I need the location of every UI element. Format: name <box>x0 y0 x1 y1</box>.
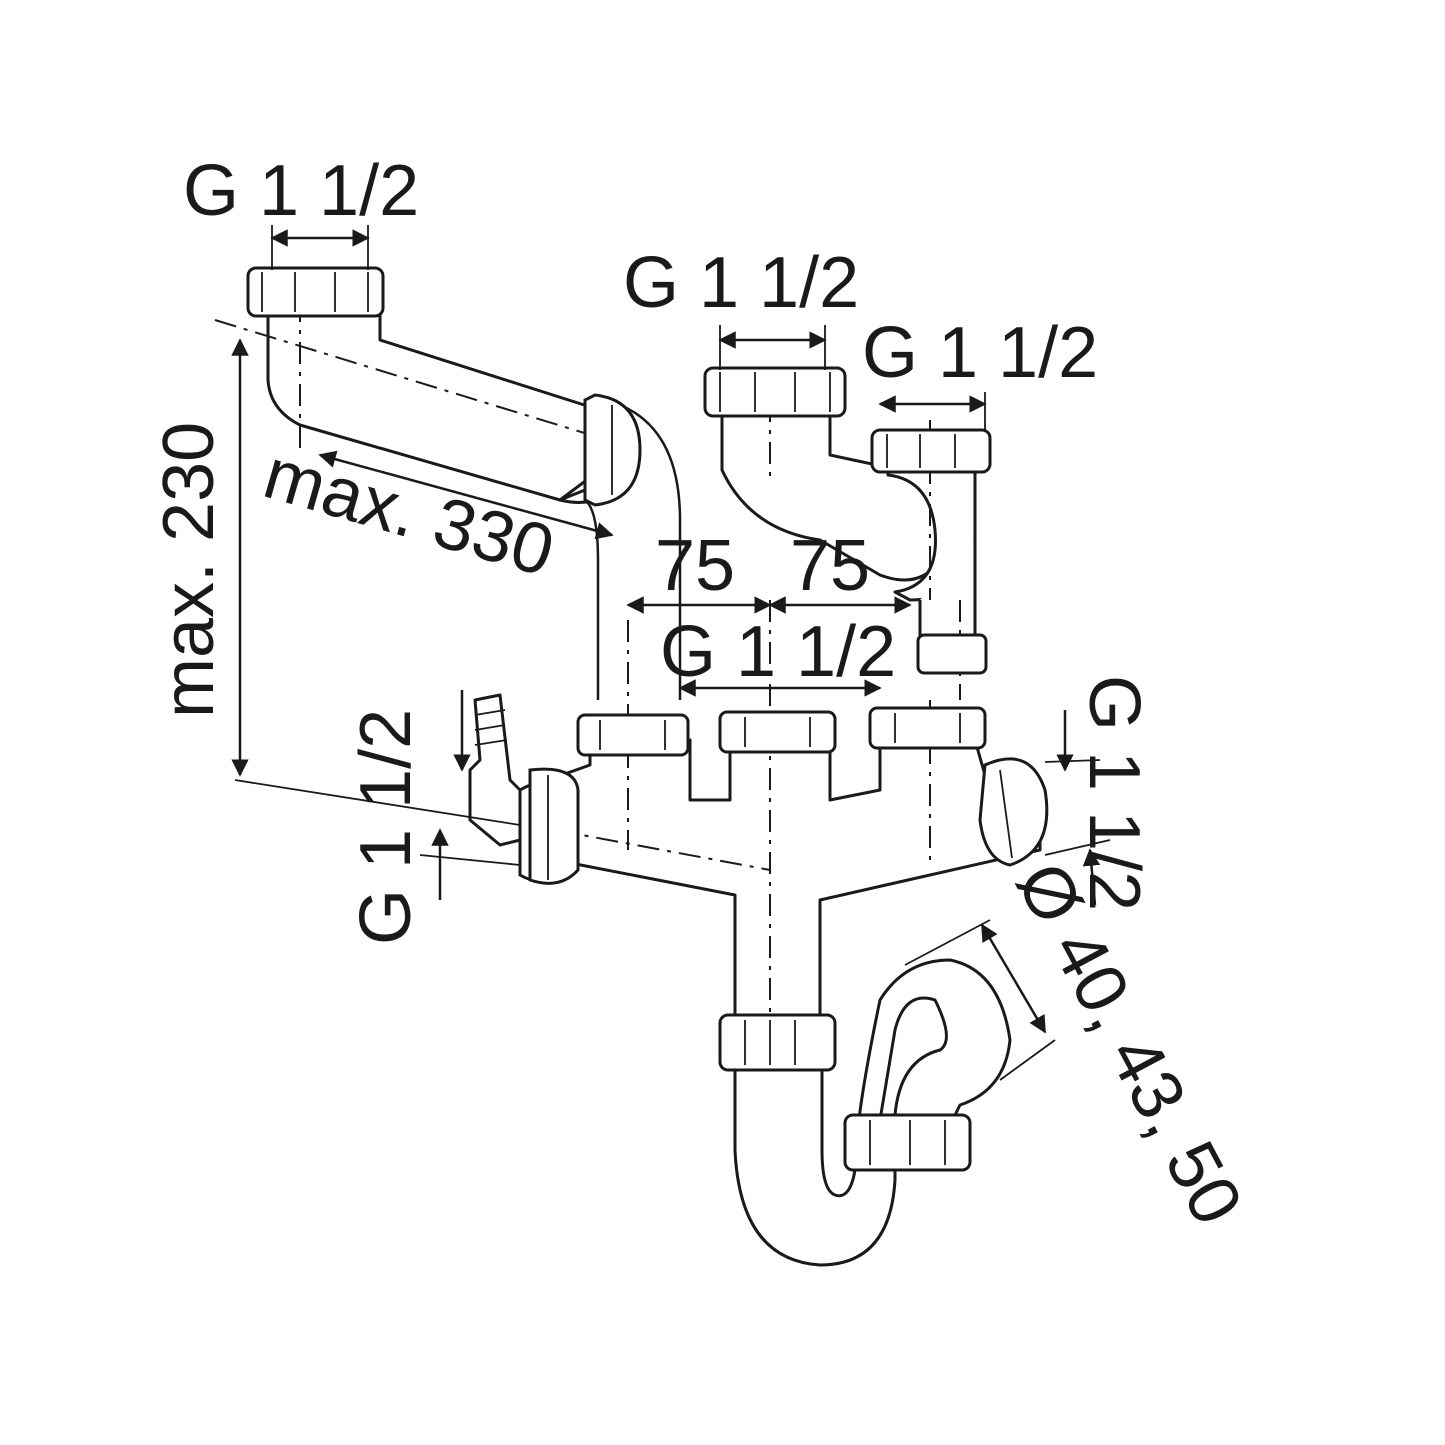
side-right-nut <box>978 757 1049 867</box>
top-right-nut <box>870 428 992 474</box>
label-thread-top-mid: G 1 1/2 <box>623 243 859 323</box>
top-left-nut <box>246 266 385 318</box>
manifold-nut-right <box>868 706 987 750</box>
label-dim-75-left: 75 <box>655 526 735 606</box>
dimension-lines <box>231 225 1111 1034</box>
label-thread-top-right: G 1 1/2 <box>862 313 1098 393</box>
label-thread-right-vertical: G 1 1/2 <box>1074 675 1154 911</box>
top-mid-nut <box>703 366 847 418</box>
trap-outlet-nut <box>843 1113 972 1172</box>
mid-right-nut <box>916 633 988 675</box>
trap-top-nut <box>718 1013 837 1072</box>
manifold-nut-left <box>576 713 690 757</box>
label-thread-left-vertical: G 1 1/2 <box>346 709 426 945</box>
label-dim-height: max. 230 <box>149 422 229 718</box>
label-thread-top-left: G 1 1/2 <box>183 151 419 231</box>
p-trap <box>733 919 1056 1267</box>
label-thread-center: G 1 1/2 <box>660 612 896 692</box>
side-left-nut <box>518 767 580 885</box>
hose-barb <box>468 693 522 847</box>
manifold-nut-center <box>718 710 837 754</box>
label-dim-75-right: 75 <box>790 526 870 606</box>
